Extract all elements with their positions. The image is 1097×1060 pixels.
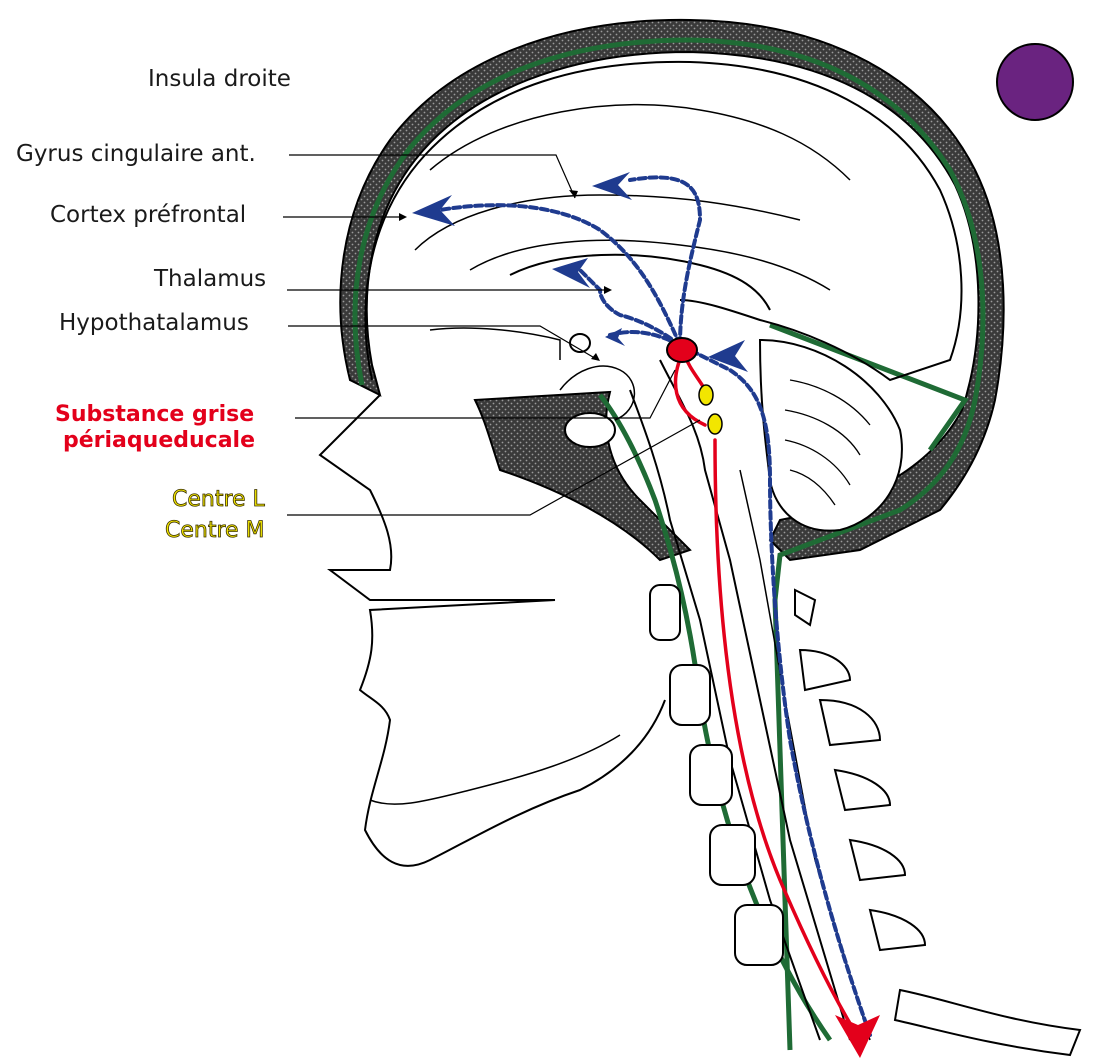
leader-hypothalamus: [288, 326, 598, 360]
label-centre-m: Centre M: [165, 520, 265, 542]
label-prefrontal: Cortex préfrontal: [50, 204, 246, 227]
cervical-vertebrae: [650, 585, 1080, 1055]
leader-cingulate: [289, 155, 575, 198]
jaw-line: [370, 735, 620, 804]
centre-l-marker: [699, 385, 713, 405]
cerebrum-fold-1: [430, 105, 850, 180]
label-cingulate: Gyrus cingulaire ant.: [16, 143, 256, 166]
centre-m-marker: [708, 414, 722, 434]
corpus-callosum: [510, 255, 770, 310]
pag-marker: [667, 338, 697, 362]
label-centre-l: Centre L: [172, 489, 265, 511]
label-pag-line1: Substance grise: [55, 404, 254, 426]
label-insula: Insula droite: [148, 68, 291, 91]
insula-marker: [996, 43, 1074, 121]
frontal-fold: [430, 328, 560, 360]
descending-arrowhead: [835, 1015, 880, 1058]
label-hypothalamus: Hypothatalamus: [59, 312, 249, 335]
label-pag-line2: périaqueducale: [63, 430, 255, 452]
label-thalamus: Thalamus: [154, 268, 266, 291]
cerebrum-fold-2: [415, 195, 800, 250]
